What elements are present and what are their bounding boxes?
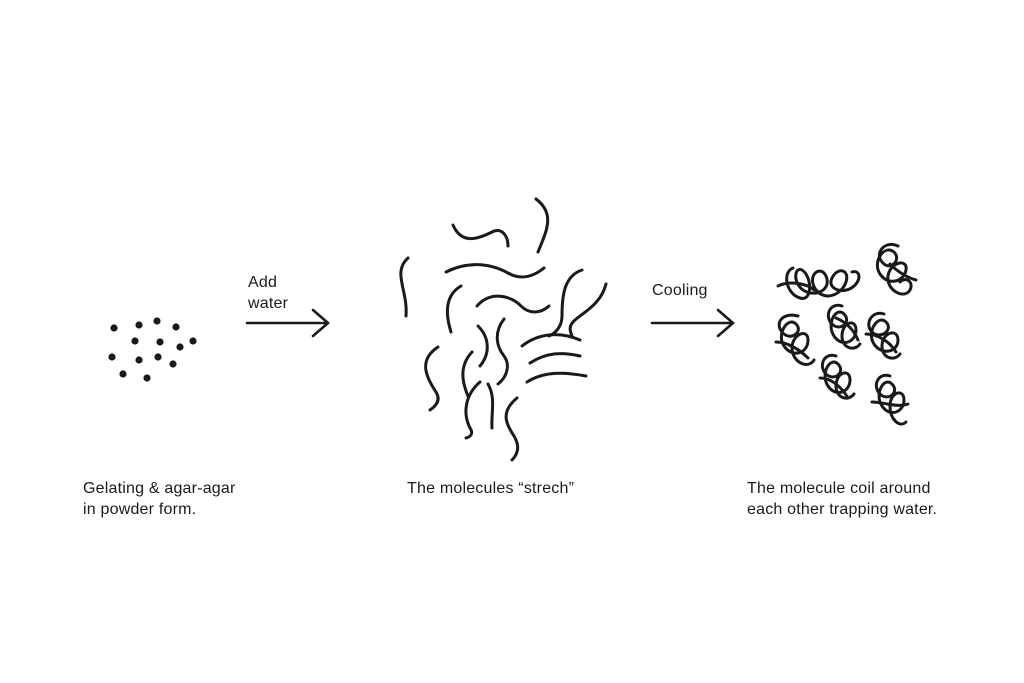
molecule-strand (534, 197, 550, 254)
molecule-strand (464, 380, 482, 440)
powder-dot (135, 356, 143, 364)
arrow-cooling (650, 308, 735, 338)
powder-dot (153, 317, 161, 325)
powder-dot (135, 321, 143, 329)
molecule-strand (520, 333, 582, 348)
molecule-coil (864, 332, 898, 354)
powder-particles (108, 317, 197, 382)
molecule-strand (444, 263, 546, 279)
caption-line: The molecules “strech” (407, 480, 575, 497)
arrow-head (716, 308, 735, 338)
powder-dot (176, 343, 184, 351)
stage-caption-stretch: The molecules “strech” (407, 478, 574, 499)
molecule-strand (528, 352, 582, 365)
molecule-coil (867, 311, 902, 360)
molecule-coil (826, 303, 862, 350)
arrow-label-line: Add (248, 274, 278, 291)
powder-dot (143, 374, 151, 382)
molecule-strand (445, 284, 463, 334)
powder-dot (131, 337, 139, 345)
stage-caption-powder: Gelating & agar-agar in powder form. (83, 478, 236, 520)
stretched-molecules (399, 197, 608, 462)
powder-dot (189, 337, 197, 345)
arrow-label-add-water: Add water (248, 272, 288, 314)
powder-dot (108, 353, 116, 361)
molecule-strand (495, 317, 509, 386)
caption-line: in powder form. (83, 501, 197, 518)
powder-dot (110, 324, 118, 332)
powder-dot (119, 370, 127, 378)
caption-line: each other trapping water. (747, 501, 938, 518)
molecule-strand (424, 345, 440, 412)
molecule-coil (834, 316, 860, 342)
molecule-coil (785, 266, 861, 300)
molecule-coil (874, 373, 908, 426)
powder-dot (169, 360, 177, 368)
molecule-strand (399, 256, 410, 318)
molecule-strand (451, 223, 510, 248)
arrow-label-line: Cooling (652, 282, 708, 299)
coiled-molecules (774, 243, 918, 426)
arrow-add-water (245, 308, 330, 338)
molecule-strand (504, 396, 520, 462)
powder-dot (154, 353, 162, 361)
molecule-coil (820, 353, 856, 400)
molecule-strand (547, 268, 584, 338)
molecule-strand (525, 371, 588, 384)
molecule-strand (568, 282, 608, 338)
stage-caption-coil: The molecule coil around each other trap… (747, 478, 937, 520)
arrow-label-line: water (248, 295, 289, 312)
molecule-coil (888, 262, 918, 282)
molecule-coil (875, 243, 913, 296)
molecule-coil (774, 340, 810, 360)
molecule-strand (475, 294, 551, 314)
molecule-strand (486, 382, 495, 430)
arrow-label-cooling: Cooling (652, 280, 708, 301)
caption-line: Gelating & agar-agar (83, 480, 236, 497)
molecule-strand (476, 324, 489, 368)
molecule-coil (818, 376, 850, 400)
molecule-strand (461, 350, 474, 398)
molecule-coil (870, 400, 910, 407)
caption-line: The molecule coil around (747, 480, 931, 497)
powder-dot (172, 323, 180, 331)
arrow-head (311, 308, 330, 338)
powder-dot (156, 338, 164, 346)
molecule-coil (777, 313, 816, 366)
